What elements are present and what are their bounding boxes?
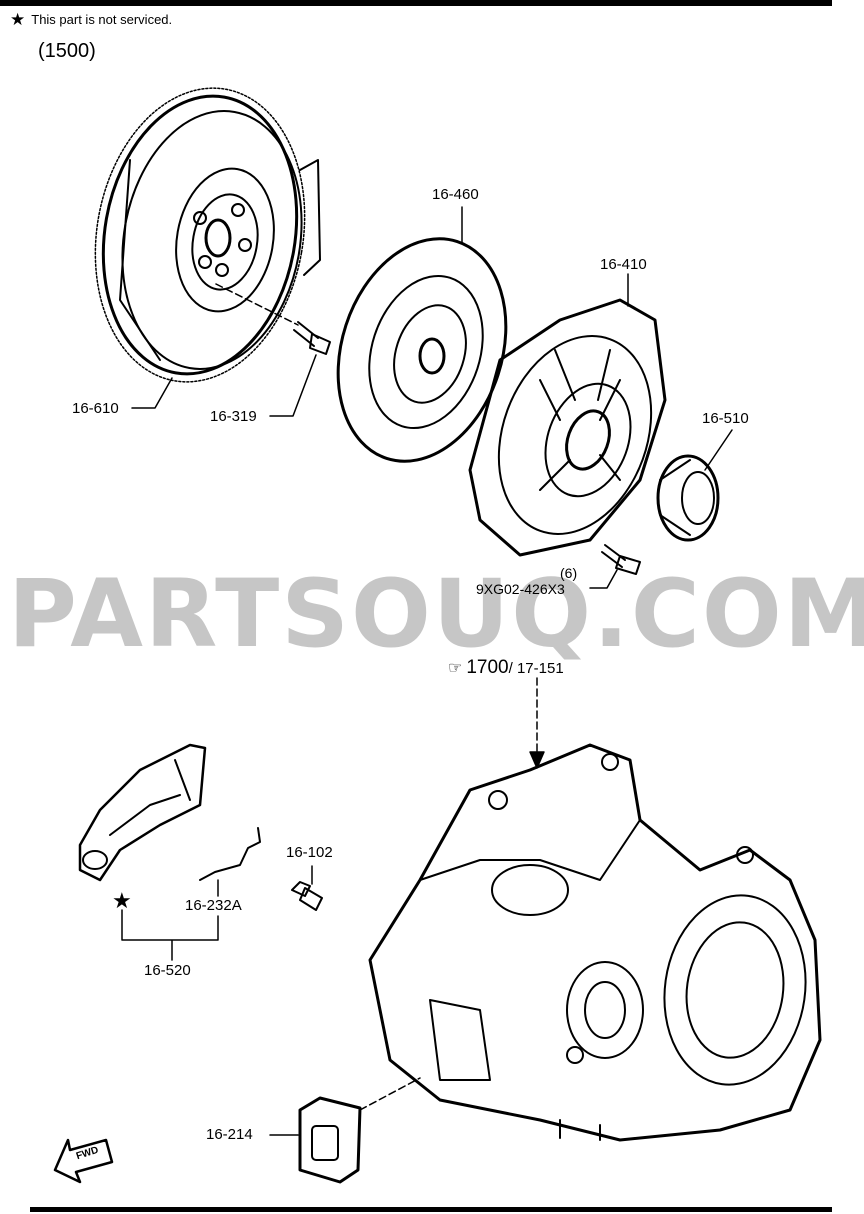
callout-16-460: 16-460 (432, 186, 479, 203)
transaxle-case-drawing (368, 743, 822, 1142)
clutch-disc-drawing (336, 237, 508, 463)
leader-16-510 (704, 429, 733, 471)
callout-16-510: 16-510 (702, 410, 749, 427)
callout-16-214: 16-214 (206, 1126, 253, 1143)
reference-main: 1700 (466, 657, 509, 678)
fork-not-serviced-star-icon: ★ (112, 888, 132, 913)
note-text: This part is not serviced. (31, 12, 173, 27)
callout-16-520: 16-520 (144, 962, 191, 979)
bottom-border-rule (30, 1207, 832, 1212)
pressure-plate-bolt-drawing (601, 544, 641, 575)
top-border-rule (0, 0, 832, 6)
flywheel-bolt-drawing (215, 283, 331, 355)
watermark: PARTSOUQ.COM (8, 560, 864, 669)
callout-bolt-qty: (6) (560, 565, 578, 581)
pivot-stud-drawing (291, 881, 323, 911)
callout-9xg02-426x3: 9XG02-426X3 (476, 581, 565, 597)
release-bearing-drawing (656, 454, 720, 542)
star-icon: ★ (10, 10, 26, 29)
fwd-arrow-icon (53, 1138, 114, 1184)
pressure-plate-drawing (468, 298, 667, 557)
dust-boot-drawing (298, 1096, 362, 1184)
reference-1700[interactable]: ☞1700/ 17-151 (448, 657, 564, 679)
release-fork-drawing (78, 743, 207, 882)
reference-sub: / 17-151 (508, 660, 564, 677)
not-serviced-note: ★ This part is not serviced. (10, 10, 172, 30)
spring-clip-drawing (199, 827, 261, 881)
callout-16-319: 16-319 (210, 408, 257, 425)
dashed-line-16-214 (359, 1077, 421, 1111)
arrowhead-1700 (529, 751, 545, 769)
callout-16-102: 16-102 (286, 844, 333, 861)
bracket-16-520 (121, 909, 219, 961)
leader-lines (121, 206, 733, 1136)
callout-16-410: 16-410 (600, 256, 647, 273)
callout-16-610: 16-610 (72, 400, 119, 417)
group-code: (1500) (38, 40, 96, 62)
leader-16-610 (131, 377, 173, 409)
flywheel-drawing (94, 87, 321, 383)
pointing-hand-icon: ☞ (448, 660, 463, 677)
leader-16-319 (269, 354, 317, 417)
leader-9xg02-426x3 (589, 569, 618, 589)
callout-16-232a: 16-232A (185, 897, 242, 914)
